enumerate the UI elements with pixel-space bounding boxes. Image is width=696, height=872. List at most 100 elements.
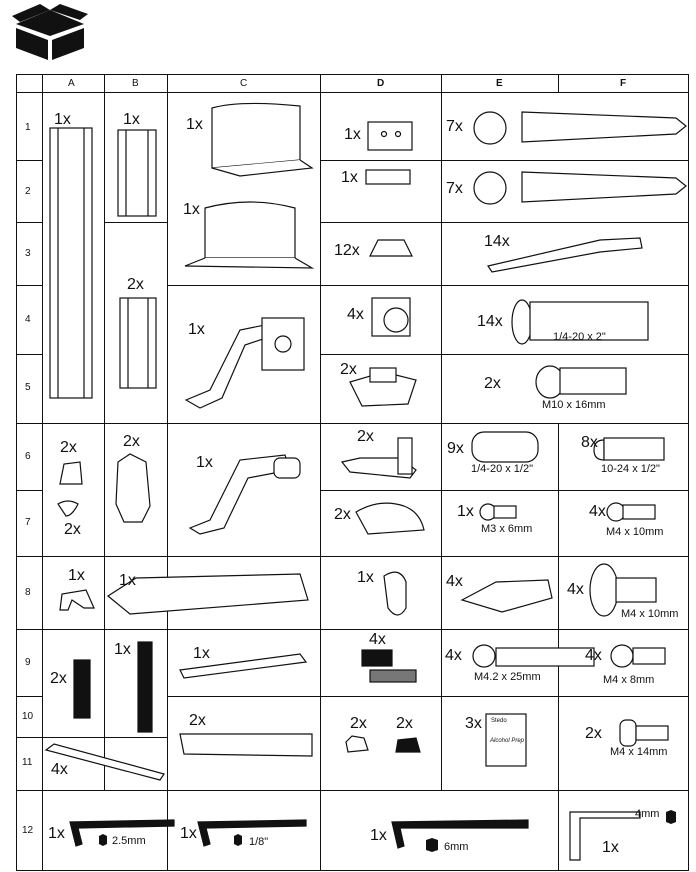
hook-icon bbox=[383, 571, 407, 616]
row-header-9: 9 bbox=[25, 657, 31, 668]
qty-e6: 9x bbox=[447, 440, 464, 457]
qty-f9: 4x bbox=[585, 647, 602, 664]
row-header-3: 3 bbox=[25, 248, 31, 259]
qty-d4: 4x bbox=[347, 306, 364, 323]
qty-f6: 8x bbox=[581, 434, 598, 451]
spec-d12: 6mm bbox=[444, 841, 469, 853]
qty-a7: 2x bbox=[64, 521, 81, 538]
long-rail-icon bbox=[49, 127, 93, 399]
qty-a11: 4x bbox=[51, 761, 68, 778]
qty-c6: 1x bbox=[196, 454, 213, 471]
hex-icon bbox=[99, 834, 107, 846]
cover-plate-icon bbox=[204, 201, 296, 259]
qty-d12: 1x bbox=[370, 827, 387, 844]
qty-e10: 3x bbox=[465, 715, 482, 732]
qty-f7: 4x bbox=[589, 503, 606, 520]
qty-b6: 2x bbox=[123, 433, 140, 450]
qty-b9: 1x bbox=[114, 641, 131, 658]
qty-f8: 4x bbox=[567, 581, 584, 598]
wall-anchor-icon bbox=[487, 237, 643, 273]
velcro-strip-icon bbox=[73, 659, 91, 719]
qty-d7: 2x bbox=[334, 506, 351, 523]
qty-a8: 1x bbox=[68, 567, 85, 584]
plastic-anchor-icon bbox=[460, 579, 553, 613]
thumb-screw-icon bbox=[589, 563, 619, 617]
bolt-icon bbox=[511, 299, 533, 345]
row-header-8: 8 bbox=[25, 587, 31, 598]
qty-c10: 2x bbox=[189, 712, 206, 729]
row-header-5: 5 bbox=[25, 382, 31, 393]
qty-d1: 1x bbox=[344, 126, 361, 143]
bracket-plate-icon bbox=[211, 102, 301, 169]
spec-a12: 2.5mm bbox=[112, 835, 146, 847]
qty-f10: 2x bbox=[585, 725, 602, 742]
qty-c12: 1x bbox=[180, 825, 197, 842]
keyboard-tray-icon bbox=[106, 573, 309, 615]
row-header-11: 11 bbox=[22, 757, 33, 768]
qty-c9: 1x bbox=[193, 645, 210, 662]
mid-rail-icon bbox=[119, 297, 157, 389]
row-header-4: 4 bbox=[25, 314, 31, 325]
qty-d8: 1x bbox=[357, 569, 374, 586]
qty-e2: 7x bbox=[446, 180, 463, 197]
qty-e5: 2x bbox=[484, 375, 501, 392]
qty-e8: 4x bbox=[446, 573, 463, 590]
cable-cover-icon bbox=[179, 653, 308, 679]
qty-b8: 1x bbox=[119, 572, 136, 589]
qty-f12: 1x bbox=[602, 839, 619, 856]
row-header-12: 12 bbox=[22, 825, 34, 836]
felt-pad-icon bbox=[361, 649, 393, 667]
qty-d10a: 2x bbox=[350, 715, 367, 732]
qty-b3: 2x bbox=[127, 276, 144, 293]
spec-c12: 1/8" bbox=[249, 836, 269, 848]
column-header-c: C bbox=[240, 78, 248, 89]
row-header-6: 6 bbox=[25, 451, 31, 462]
screw-head-icon bbox=[473, 111, 507, 145]
qty-a9: 2x bbox=[50, 670, 67, 687]
row-header-1: 1 bbox=[25, 122, 31, 133]
zip-tie-icon bbox=[44, 743, 165, 781]
qty-c4: 1x bbox=[188, 321, 205, 338]
small-plate-icon bbox=[367, 121, 413, 151]
qty-b1: 1x bbox=[123, 111, 140, 128]
channel-icon bbox=[179, 733, 313, 757]
row-header-7: 7 bbox=[25, 517, 31, 528]
qty-d6: 2x bbox=[357, 428, 374, 445]
column-header-a: A bbox=[68, 78, 75, 89]
qty-c2: 1x bbox=[183, 201, 200, 218]
alcohol-pad-label: Alcohol Prep bbox=[490, 738, 525, 744]
spec-f9: M4 x 8mm bbox=[603, 674, 655, 686]
qty-d10b: 2x bbox=[396, 715, 413, 732]
spec-f12: 4mm bbox=[635, 808, 660, 820]
alcohol-pad-icon bbox=[485, 713, 527, 767]
hex-key-icon bbox=[69, 819, 175, 847]
qty-e9: 4x bbox=[445, 647, 462, 664]
spec-f7: M4 x 10mm bbox=[606, 526, 664, 538]
cable-clip-icon bbox=[115, 453, 151, 523]
qty-e4: 14x bbox=[477, 313, 503, 330]
spec-e5: M10 x 16mm bbox=[542, 399, 606, 411]
wire-clip-icon bbox=[345, 735, 369, 753]
spec-e4: 1/4-20 x 2" bbox=[553, 331, 606, 343]
alcohol-pad-brand: Stedo bbox=[491, 718, 507, 724]
spec-f10: M4 x 14mm bbox=[610, 746, 668, 758]
spec-e7: M3 x 6mm bbox=[481, 523, 533, 535]
tab-icon bbox=[59, 461, 83, 485]
column-header-b: B bbox=[132, 78, 139, 89]
box-icon bbox=[12, 4, 88, 60]
qty-d2: 1x bbox=[341, 169, 358, 186]
spec-f8: M4 x 10mm bbox=[621, 608, 679, 620]
column-header-f: F bbox=[620, 78, 627, 89]
qty-d9: 4x bbox=[369, 631, 386, 648]
short-rail-icon bbox=[117, 129, 157, 217]
row-header-2: 2 bbox=[25, 186, 31, 197]
qty-d5: 2x bbox=[340, 361, 357, 378]
qty-a12: 1x bbox=[48, 825, 65, 842]
qty-a1: 1x bbox=[54, 111, 71, 128]
cap-icon bbox=[355, 502, 425, 535]
set-screw-icon bbox=[471, 431, 539, 463]
rubber-foot-icon bbox=[369, 239, 413, 257]
column-header-d: D bbox=[377, 78, 385, 89]
